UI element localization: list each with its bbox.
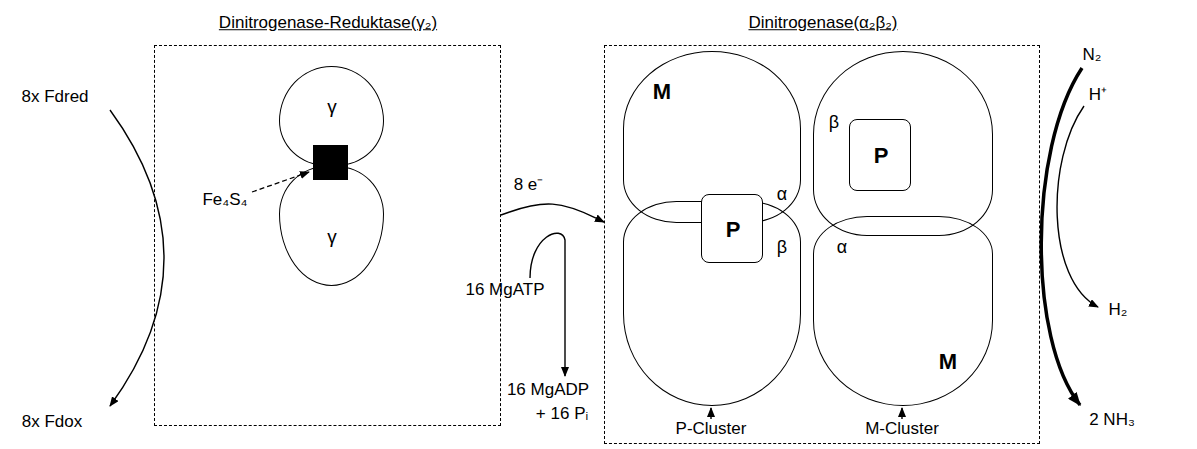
leader-arrow <box>252 172 309 192</box>
ferredoxin-arc <box>110 110 164 406</box>
annotation-label: P-Cluster <box>676 419 747 439</box>
subunit-label: β <box>829 112 839 133</box>
electron-flow-arrow <box>501 204 604 222</box>
enzyme-box: Dinitrogenase(α₂β₂)MαββαMPP <box>604 45 1040 444</box>
subunit-label: M <box>939 349 957 374</box>
atp-hydrolysis-arc <box>530 233 565 376</box>
enzyme-box: Dinitrogenase-Reduktase(γ₂)γγ <box>154 45 501 426</box>
iron-sulfur-cluster <box>313 145 348 180</box>
subunit-label: P <box>874 143 889 168</box>
subunit-shape: αM <box>813 216 993 406</box>
annotation-label: 16 MgADP <box>507 380 589 400</box>
annotation-label: H⁺ <box>1089 85 1107 105</box>
subunit-shape: γ <box>279 166 384 286</box>
annotation-label: + 16 Pᵢ <box>536 404 588 424</box>
annotation-label: 8x Fdred <box>21 87 88 107</box>
annotation-label: 2 NH₃ <box>1089 410 1135 430</box>
subunit-shape: γ <box>279 66 384 166</box>
annotation-label: Fe₄S₄ <box>202 190 247 210</box>
subunit-label: β <box>777 237 787 258</box>
subunit-label: γ <box>327 96 337 118</box>
leader-arrow <box>901 408 902 419</box>
annotation-label: 8x Fdox <box>22 412 82 432</box>
subunit-label: α <box>837 237 847 258</box>
subunit-label: α <box>777 184 787 205</box>
edge-label: 8 e⁻ <box>514 175 544 195</box>
annotation-label: H₂ <box>1109 300 1128 320</box>
subunit-label: M <box>653 79 671 104</box>
cluster-box: P <box>701 194 763 263</box>
subunit-label: P <box>726 217 741 242</box>
annotation-label: N₂ <box>1083 45 1102 65</box>
cluster-box: P <box>849 119 911 191</box>
annotation-label: M-Cluster <box>865 419 939 439</box>
box-heading: Dinitrogenase(α₂β₂) <box>748 13 897 33</box>
subunit-label: γ <box>327 226 337 248</box>
annotation-label: 16 MgATP <box>465 280 544 300</box>
box-heading: Dinitrogenase-Reduktase(γ₂) <box>219 13 437 33</box>
proton-arc <box>1057 106 1098 307</box>
leader-arrow <box>710 408 711 419</box>
